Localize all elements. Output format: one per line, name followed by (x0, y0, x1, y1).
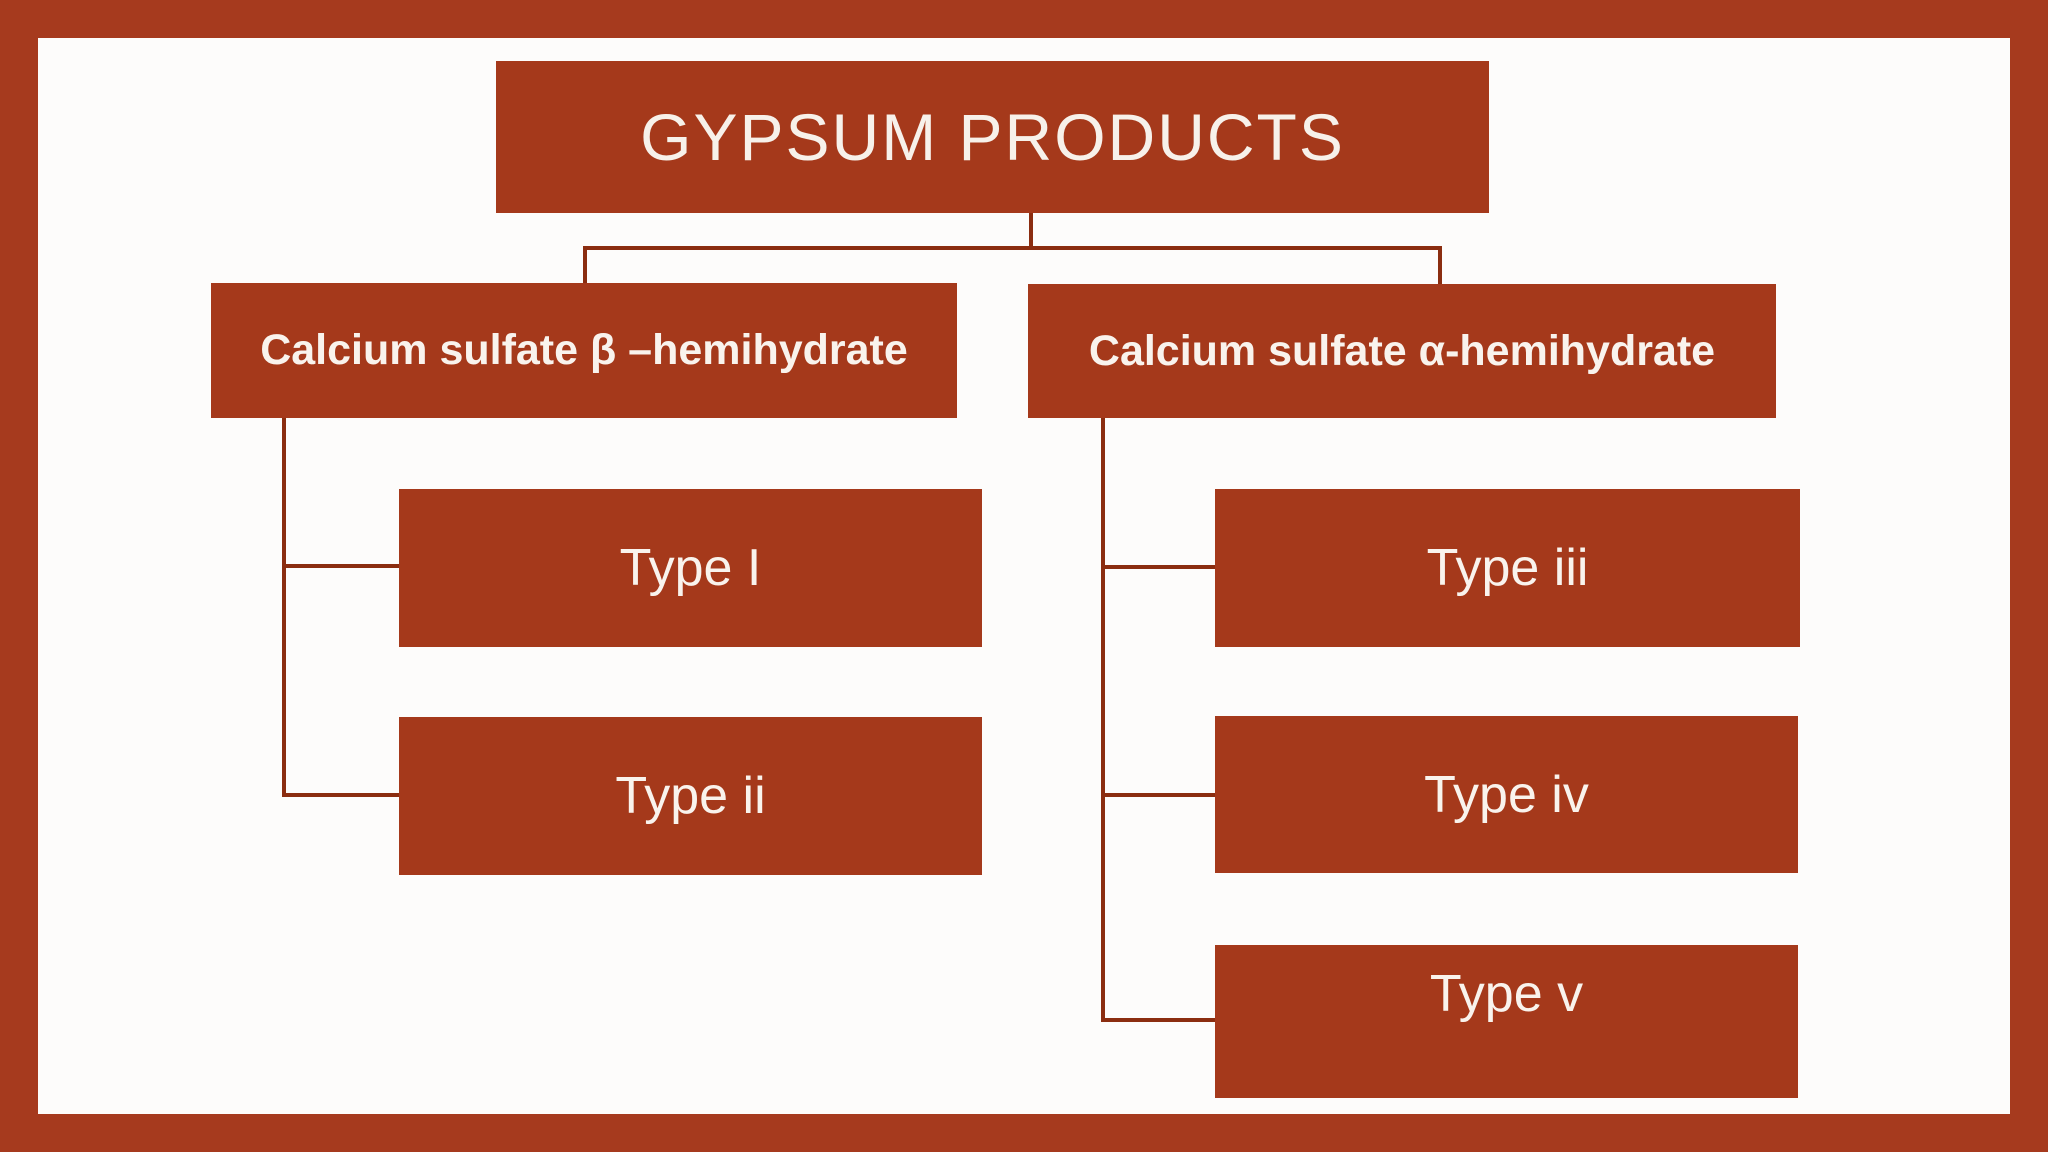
node-alpha-hemihydrate-label: Calcium sulfate α-hemihydrate (1088, 326, 1716, 375)
connector-main-horizontal (583, 246, 1442, 250)
connector-left-branch-drop (583, 246, 587, 284)
node-type-ii: Type ii (399, 717, 982, 875)
connector-right-stub-3 (1101, 1018, 1215, 1022)
node-type-i: Type I (399, 489, 982, 647)
connector-right-stub-1 (1101, 565, 1215, 569)
node-type-iv-label: Type iv (1424, 765, 1589, 824)
node-type-iii-label: Type iii (1426, 539, 1589, 597)
node-beta-hemihydrate-label: Calcium sulfate β –hemihydrate (260, 326, 908, 374)
node-gypsum-products: GYPSUM PRODUCTS (496, 61, 1489, 213)
node-gypsum-products-label: GYPSUM PRODUCTS (640, 100, 1345, 174)
slide-content-area: GYPSUM PRODUCTS Calcium sulfate β –hemih… (38, 38, 2010, 1114)
node-type-iii: Type iii (1215, 489, 1800, 647)
node-type-v-label: Type v (1429, 964, 1584, 1023)
node-type-v: Type v (1215, 945, 1798, 1098)
connector-right-stub-2 (1101, 793, 1215, 797)
connector-left-stub-2 (282, 793, 399, 797)
connector-left-trunk (282, 418, 286, 797)
connector-right-trunk (1101, 418, 1105, 1022)
connector-title-stub (1029, 213, 1033, 248)
connector-right-branch-drop (1438, 246, 1442, 286)
node-beta-hemihydrate: Calcium sulfate β –hemihydrate (211, 283, 957, 418)
connector-left-stub-1 (282, 564, 399, 568)
node-type-i-label: Type I (619, 539, 762, 597)
node-type-ii-label: Type ii (615, 767, 766, 825)
node-alpha-hemihydrate: Calcium sulfate α-hemihydrate (1028, 284, 1776, 418)
node-type-iv: Type iv (1215, 716, 1798, 873)
